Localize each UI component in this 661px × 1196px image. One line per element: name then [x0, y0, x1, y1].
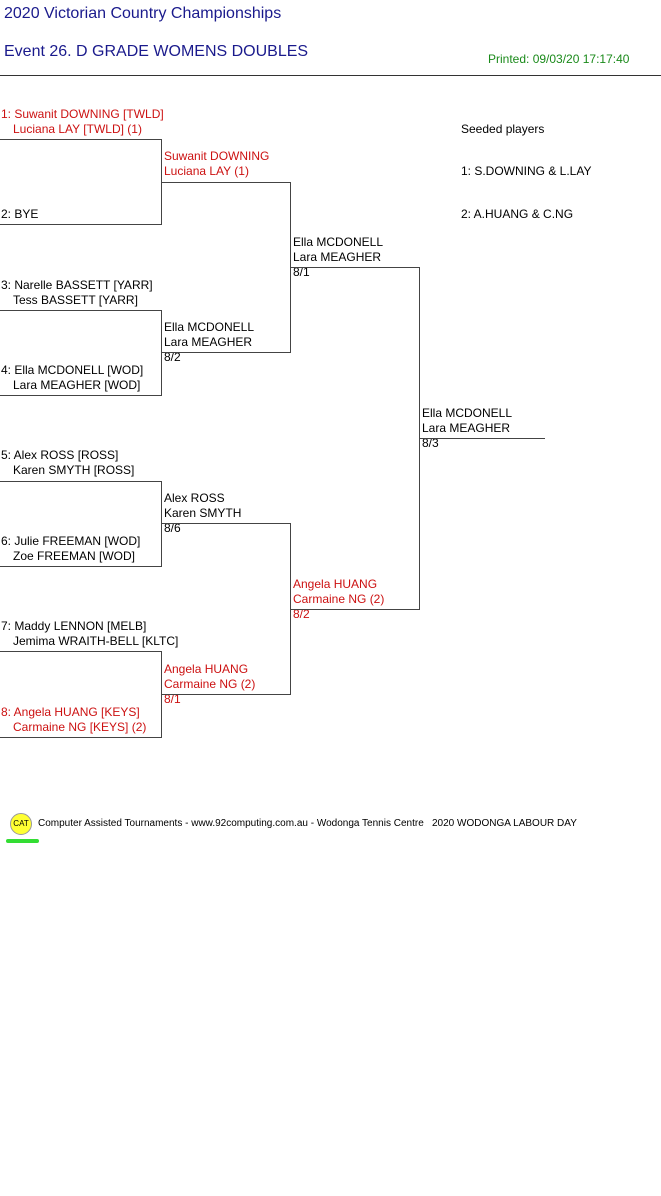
- player-line: Suwanit DOWNING: [164, 149, 270, 163]
- player-line: Carmaine NG (2): [164, 677, 256, 691]
- match-score: 8/6: [164, 521, 181, 535]
- bracket-line: [162, 182, 291, 183]
- bracket-line: [161, 139, 162, 224]
- bracket-line: [161, 651, 162, 737]
- seeded-entry: 1: S.DOWNING & L.LAY: [461, 164, 592, 178]
- player-line: 4: Ella MCDONELL [WOD]: [1, 363, 144, 377]
- bracket-line: [0, 139, 162, 140]
- header-divider: [0, 75, 661, 76]
- player-line: Angela HUANG: [293, 577, 378, 591]
- bracket-line: [290, 523, 291, 694]
- player-line: 6: Julie FREEMAN [WOD]: [1, 534, 141, 548]
- bracket-line: [161, 310, 162, 395]
- player-line: Jemima WRAITH-BELL [KLTC]: [13, 634, 179, 648]
- player-line: Tess BASSETT [YARR]: [13, 293, 138, 307]
- player-line: 8: Angela HUANG [KEYS]: [1, 705, 140, 719]
- player-line: Luciana LAY (1): [164, 164, 249, 178]
- logo-underline: [6, 839, 39, 843]
- printed-timestamp: Printed: 09/03/20 17:17:40: [488, 52, 630, 66]
- player-line: Karen SMYTH: [164, 506, 242, 520]
- bracket-line: [0, 651, 162, 652]
- bracket-line: [0, 737, 162, 738]
- bracket-line: [0, 224, 162, 225]
- seeded-entry: 2: A.HUANG & C.NG: [461, 207, 574, 221]
- player-line: 3: Narelle BASSETT [YARR]: [1, 278, 153, 292]
- event-title: Event 26. D GRADE WOMENS DOUBLES: [4, 43, 309, 60]
- bracket-line: [290, 182, 291, 352]
- cat-logo: CAT: [10, 813, 32, 835]
- match-score: 8/1: [164, 692, 181, 706]
- bracket-line: [0, 310, 162, 311]
- bracket-line: [291, 609, 420, 610]
- bracket-line: [0, 566, 162, 567]
- bracket-line: [291, 267, 420, 268]
- player-line: Carmaine NG (2): [293, 592, 385, 606]
- player-line: Alex ROSS: [164, 491, 225, 505]
- match-score: 8/2: [293, 607, 310, 621]
- bracket-line: [0, 481, 162, 482]
- player-line: Lara MEAGHER [WOD]: [13, 378, 141, 392]
- tournament-title: 2020 Victorian Country Championships: [4, 5, 282, 22]
- player-line: 7: Maddy LENNON [MELB]: [1, 619, 147, 633]
- player-line: Lara MEAGHER: [293, 250, 382, 264]
- player-line: Lara MEAGHER: [422, 421, 511, 435]
- match-score: 8/3: [422, 436, 439, 450]
- player-line: Karen SMYTH [ROSS]: [13, 463, 135, 477]
- match-score: 8/2: [164, 350, 181, 364]
- bracket-line: [420, 438, 545, 439]
- player-line: Angela HUANG: [164, 662, 249, 676]
- player-line: 2: BYE: [1, 207, 39, 221]
- bracket-line: [162, 694, 291, 695]
- player-line: Zoe FREEMAN [WOD]: [13, 549, 136, 563]
- player-line: 1: Suwanit DOWNING [TWLD]: [1, 107, 164, 121]
- player-line: Luciana LAY [TWLD] (1): [13, 122, 142, 136]
- bracket-line: [162, 523, 291, 524]
- player-line: Lara MEAGHER: [164, 335, 253, 349]
- bracket-line: [0, 395, 162, 396]
- player-line: Carmaine NG [KEYS] (2): [13, 720, 147, 734]
- bracket-line: [162, 352, 291, 353]
- player-line: 5: Alex ROSS [ROSS]: [1, 448, 119, 462]
- player-line: Ella MCDONELL: [422, 406, 513, 420]
- bracket-line: [161, 481, 162, 566]
- player-line: Ella MCDONELL: [293, 235, 384, 249]
- match-score: 8/1: [293, 265, 310, 279]
- footer-credit: Computer Assisted Tournaments - www.92co…: [38, 818, 424, 829]
- player-line: Ella MCDONELL: [164, 320, 255, 334]
- seeded-heading: Seeded players: [461, 122, 545, 136]
- bracket-line: [419, 267, 420, 609]
- footer-tournament: 2020 WODONGA LABOUR DAY: [432, 818, 577, 829]
